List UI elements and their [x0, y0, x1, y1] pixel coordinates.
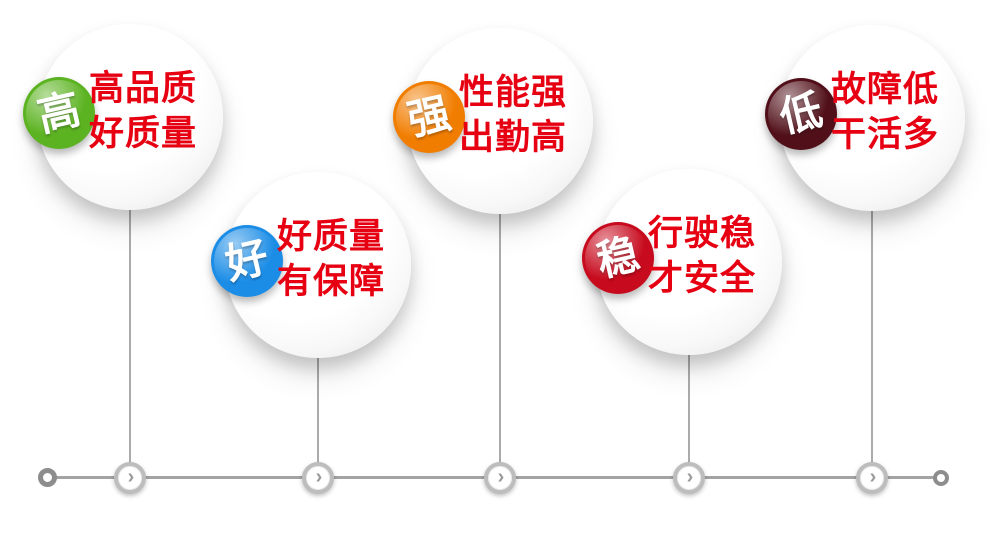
feature-text: 故障低 干活多: [831, 67, 939, 157]
timeline-end-dot: [933, 470, 949, 486]
badge-character: 好: [221, 232, 273, 289]
feature-badge: 强: [393, 81, 465, 153]
feature-text-line1: 行驶稳: [648, 214, 757, 253]
feature-text: 性能强 出勤高: [459, 70, 567, 160]
badge-character: 低: [775, 85, 827, 142]
feature-bubble: 强 性能强 出勤高: [393, 28, 593, 214]
feature-bubble: 高 高品质 好质量: [23, 24, 223, 210]
feature-text: 行驶稳 才安全: [648, 211, 756, 301]
feature-bubble: 好 好质量 有保障: [211, 172, 411, 358]
feature-text: 高品质 好质量: [89, 66, 197, 156]
timeline-node: ›: [673, 462, 705, 494]
feature-badge: 低: [765, 78, 837, 150]
connector-line: [129, 114, 131, 478]
connector-line: [688, 259, 690, 478]
timeline-start-dot: [38, 468, 57, 487]
timeline-node: ›: [114, 462, 146, 494]
timeline-node: ›: [302, 462, 334, 494]
feature-text-line2: 好质量: [89, 114, 198, 153]
feature-text-line2: 出勤高: [459, 118, 568, 157]
feature-text: 好质量 有保障: [277, 214, 385, 304]
timeline-node: ›: [484, 462, 516, 494]
chevron-right-icon: ›: [686, 465, 694, 488]
connector-line: [871, 115, 873, 478]
connector-line: [317, 262, 319, 478]
connector-line: [499, 118, 501, 478]
feature-text-line1: 性能强: [459, 73, 568, 112]
chevron-right-icon: ›: [127, 465, 135, 488]
feature-bubble: 低 故障低 干活多: [765, 25, 965, 211]
feature-badge: 好: [211, 225, 283, 297]
badge-character: 高: [33, 84, 85, 141]
chevron-right-icon: ›: [497, 465, 505, 488]
feature-badge: 高: [23, 77, 95, 149]
feature-item-high-quality: 高 高品质 好质量 ›: [23, 0, 223, 533]
badge-character: 强: [403, 88, 455, 145]
feature-text-line1: 好质量: [277, 217, 386, 256]
feature-bubble: 稳 行驶稳 才安全: [582, 169, 782, 355]
chevron-right-icon: ›: [315, 465, 323, 488]
badge-character: 稳: [592, 229, 644, 286]
feature-text-line2: 有保障: [277, 262, 386, 301]
chevron-right-icon: ›: [869, 465, 877, 488]
timeline-node: ›: [856, 462, 888, 494]
feature-text-line2: 干活多: [831, 115, 940, 154]
feature-item-low-failure: 低 故障低 干活多 ›: [765, 0, 965, 533]
feature-text-line1: 高品质: [89, 69, 198, 108]
feature-item-stable-driving: 稳 行驶稳 才安全 ›: [582, 0, 782, 533]
feature-badge: 稳: [582, 222, 654, 294]
feature-text-line2: 才安全: [648, 259, 757, 298]
feature-item-strong-performance: 强 性能强 出勤高 ›: [393, 0, 593, 533]
feature-item-guaranteed-quality: 好 好质量 有保障 ›: [211, 0, 411, 533]
feature-text-line1: 故障低: [831, 70, 940, 109]
